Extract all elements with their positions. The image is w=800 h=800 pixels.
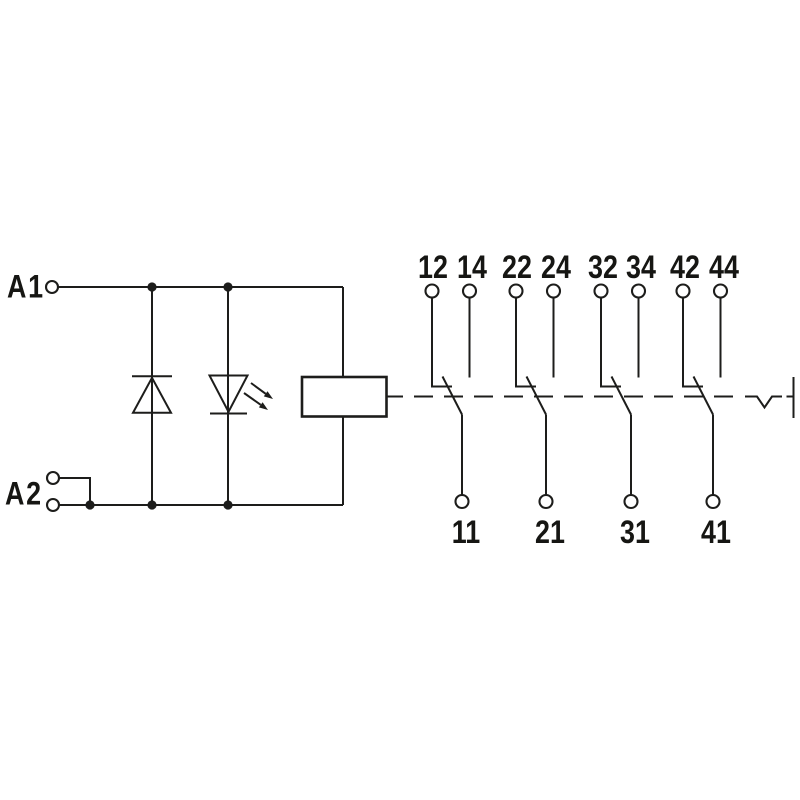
a1-terminal-circle xyxy=(44,279,60,295)
junction-dot xyxy=(223,500,233,510)
a2-bridge-wire xyxy=(59,477,91,505)
nc-contact-line xyxy=(431,297,452,388)
terminal-label-common: 21 xyxy=(535,515,565,551)
terminal-label-nc: 12 xyxy=(418,250,448,286)
terminal-label-common: 31 xyxy=(620,515,650,551)
coil-circuit: A1 A2 xyxy=(5,269,388,513)
terminal-circle-no xyxy=(630,283,647,299)
suppression-diode-branch xyxy=(131,287,173,505)
terminal-circle-common xyxy=(705,493,721,510)
terminal-circle-common xyxy=(454,493,470,510)
terminal-circle-nc xyxy=(424,283,440,299)
terminal-label-no: 44 xyxy=(709,250,739,286)
terminal-circle-nc xyxy=(593,283,609,299)
terminal-circle-common xyxy=(538,493,554,510)
a2-terminal-circle-lower xyxy=(45,497,61,513)
terminal-label-nc: 42 xyxy=(670,250,700,286)
contact-group-2: 22 24 21 xyxy=(502,250,571,551)
actuator-link xyxy=(386,377,795,418)
contact-lever xyxy=(610,376,632,415)
terminal-label-nc: 32 xyxy=(588,250,618,286)
junction-dot xyxy=(85,500,95,510)
diode-icon xyxy=(131,375,173,414)
terminal-circle-common xyxy=(623,493,639,510)
nc-contact-line xyxy=(515,297,536,388)
terminal-circle-no xyxy=(461,283,478,299)
terminal-circle-nc xyxy=(508,283,524,299)
terminal-label-common: 41 xyxy=(701,515,731,551)
coil-terminal-label-a2: A2 xyxy=(5,476,43,512)
contact-group-4: 42 44 41 xyxy=(670,250,739,551)
led-icon xyxy=(207,374,250,414)
coil-terminal-label-a1: A1 xyxy=(7,269,45,305)
terminal-circle-no xyxy=(712,283,729,299)
nc-contact-line xyxy=(682,297,703,388)
nc-contact-line xyxy=(600,297,621,388)
terminal-circle-no xyxy=(545,283,562,299)
terminal-label-no: 24 xyxy=(541,250,571,286)
terminal-circle-nc xyxy=(675,283,691,299)
a2-terminal-circle-upper xyxy=(45,470,61,486)
terminal-label-common: 11 xyxy=(452,515,480,551)
junction-dot xyxy=(147,500,157,510)
contact-lever xyxy=(692,376,714,415)
terminal-label-no: 14 xyxy=(457,250,487,286)
terminal-label-nc: 22 xyxy=(502,250,532,286)
led-emission-arrows-icon xyxy=(243,382,273,410)
contact-group-1: 12 14 11 xyxy=(418,250,487,551)
terminal-label-no: 34 xyxy=(626,250,656,286)
actuator-v-notch-icon xyxy=(745,395,782,410)
contact-lever xyxy=(525,376,547,415)
led-indicator-branch xyxy=(207,287,273,505)
contact-group-3: 32 34 31 xyxy=(588,250,656,551)
contact-lever xyxy=(441,376,463,415)
relay-coil-icon xyxy=(300,375,388,418)
